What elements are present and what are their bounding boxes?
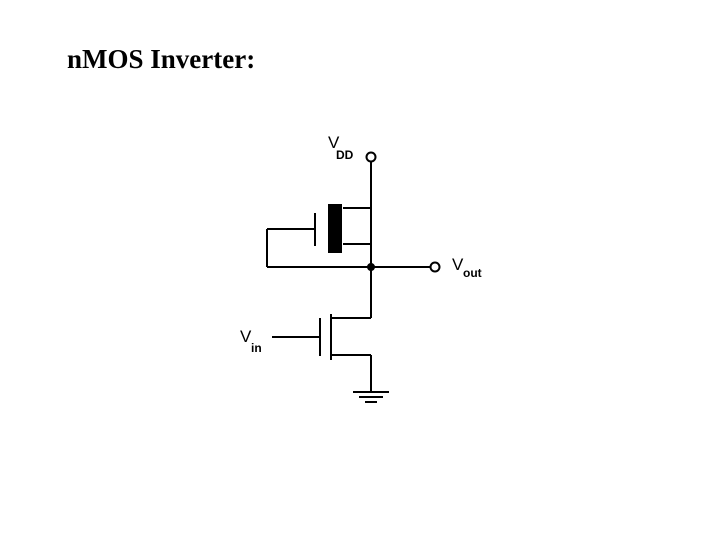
vdd-terminal [365, 151, 377, 163]
slide-title: nMOS Inverter: [67, 44, 256, 74]
vdd-label-main: V [328, 133, 340, 152]
vout-label-sub: out [463, 266, 482, 280]
load-channel-bar [328, 204, 342, 253]
vout-terminal [429, 261, 441, 273]
vout-label-main: V [452, 255, 464, 274]
vdd-label-sub: DD [336, 148, 354, 162]
vin-label-sub: in [251, 341, 262, 355]
vin-label-main: V [240, 327, 252, 346]
